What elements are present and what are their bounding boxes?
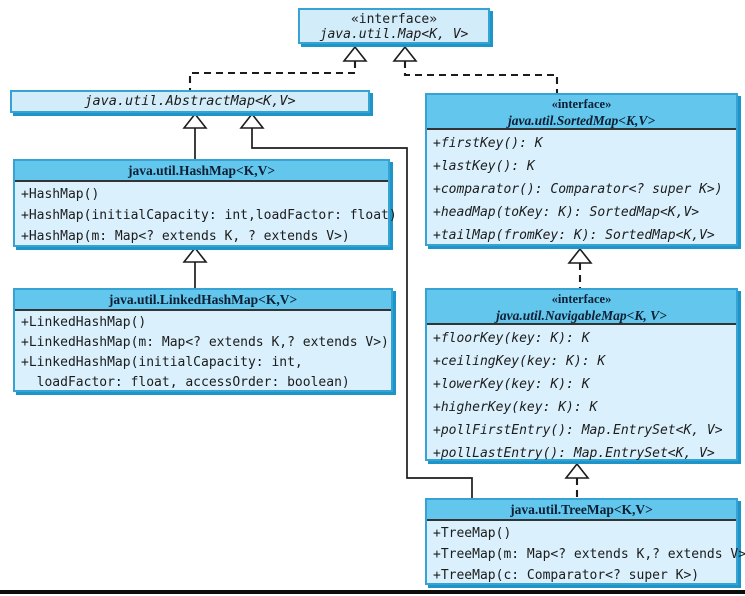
hollow-triangle-arrow [182,112,208,129]
class-box-linkedhashmap: java.util.LinkedHashMap<K,V> +LinkedHash… [13,288,393,392]
method-line: +HashMap() [21,187,100,202]
method-line: loadFactor: float, accessOrder: boolean) [21,375,350,390]
hollow-triangle-arrow [392,45,418,62]
method-list: +floorKey(key: K): K +ceilingKey(key: K):… [427,325,736,465]
method-line: +firstKey(): K [433,136,543,151]
method-line: +pollFirstEntry(): Map.EntrySet<K, V> [433,423,723,438]
method-line: +higherKey(key: K): K [433,400,598,415]
method-line: +floorKey(key: K): K [433,331,590,346]
class-title: java.util.LinkedHashMap<K,V> [15,290,391,311]
method-line: +LinkedHashMap() [21,315,147,330]
class-title: «interface» java.util.SortedMap<K,V> [427,95,736,130]
class-box-treemap: java.util.TreeMap<K,V> +TreeMap()+TreeMa… [425,498,745,586]
method-list: +LinkedHashMap() +LinkedHashMap(m: Map<? … [15,311,391,393]
class-box-hashmap: java.util.HashMap<K,V> +HashMap()+HashMa… [13,159,397,247]
class-box-navigablemap: «interface» java.util.NavigableMap<K, V>… [425,288,738,461]
stereotype-label: «interface» [551,97,612,111]
hollow-triangle-arrow [567,247,593,264]
connector-hashmap-to-abstractmap [182,112,208,159]
class-name: java.util.AbstractMap<K,V> [84,93,296,109]
method-line: +LinkedHashMap(m: Map<? extends K,? exte… [21,335,389,350]
hollow-triangle-arrow [342,45,368,62]
method-line: +lastKey(): K [433,159,535,174]
connector-treemap-to-navigablemap [564,462,590,498]
class-box-sortedmap: «interface» java.util.SortedMap<K,V> +fi… [425,93,738,246]
method-list: +HashMap() +HashMap(initialCapacity: int,… [15,182,397,247]
connector-navigablemap-to-sortedmap [567,247,593,288]
class-title: java.util.TreeMap<K,V> [427,500,736,521]
method-line: +HashMap(m: Map<? extends K, ? extends V… [21,229,350,244]
class-box-map-interface: «interface» java.util.Map<K, V> [298,8,490,44]
method-line: +TreeMap(c: Comparator<? super K>) [433,568,700,583]
method-line: +headMap(toKey: K): SortedMap<K,V> [433,205,700,220]
class-title: java.util.HashMap<K,V> [15,161,388,182]
hollow-triangle-arrow [564,462,590,479]
method-line: +HashMap(initialCapacity: int,loadFactor… [21,208,397,223]
class-name: java.util.Map<K, V> [319,27,469,42]
class-name: java.util.NavigableMap<K, V> [496,307,667,323]
method-line: +comparator(): Comparator<? super K>) [433,182,723,197]
connector-treemap-to-abstractmap [239,112,473,498]
method-line: +pollLastEntry(): Map.EntrySet<K, V> [433,446,715,461]
bottom-border-rule [0,590,745,594]
method-line: +LinkedHashMap(initialCapacity: int, [21,355,303,370]
method-line: +TreeMap(m: Map<? extends K,? extends V>… [433,547,745,562]
method-list: +TreeMap() +TreeMap(m: Map<? extends K,? … [427,521,745,586]
method-line: +TreeMap() [433,526,512,541]
stereotype-label: «interface» [350,12,438,27]
method-line: +ceilingKey(key: K): K [433,354,606,369]
connector-sortedmap-to-map [392,45,559,93]
stereotype-label: «interface» [551,292,612,306]
method-line: +tailMap(fromKey: K): SortedMap<K,V> [433,228,715,243]
class-name: java.util.SortedMap<K,V> [507,112,656,128]
method-list: +firstKey(): K +lastKey(): K +comparator()… [427,130,736,247]
connector-abstractmap-to-map [188,45,368,90]
class-title: «interface» java.util.NavigableMap<K, V> [427,290,736,325]
method-line: +lowerKey(key: K): K [433,377,590,392]
connector-linkedhashmap-to-hashmap [182,246,208,288]
hollow-triangle-arrow [182,246,208,263]
hollow-triangle-arrow [239,112,265,129]
class-box-abstractmap: java.util.AbstractMap<K,V> [10,90,370,113]
